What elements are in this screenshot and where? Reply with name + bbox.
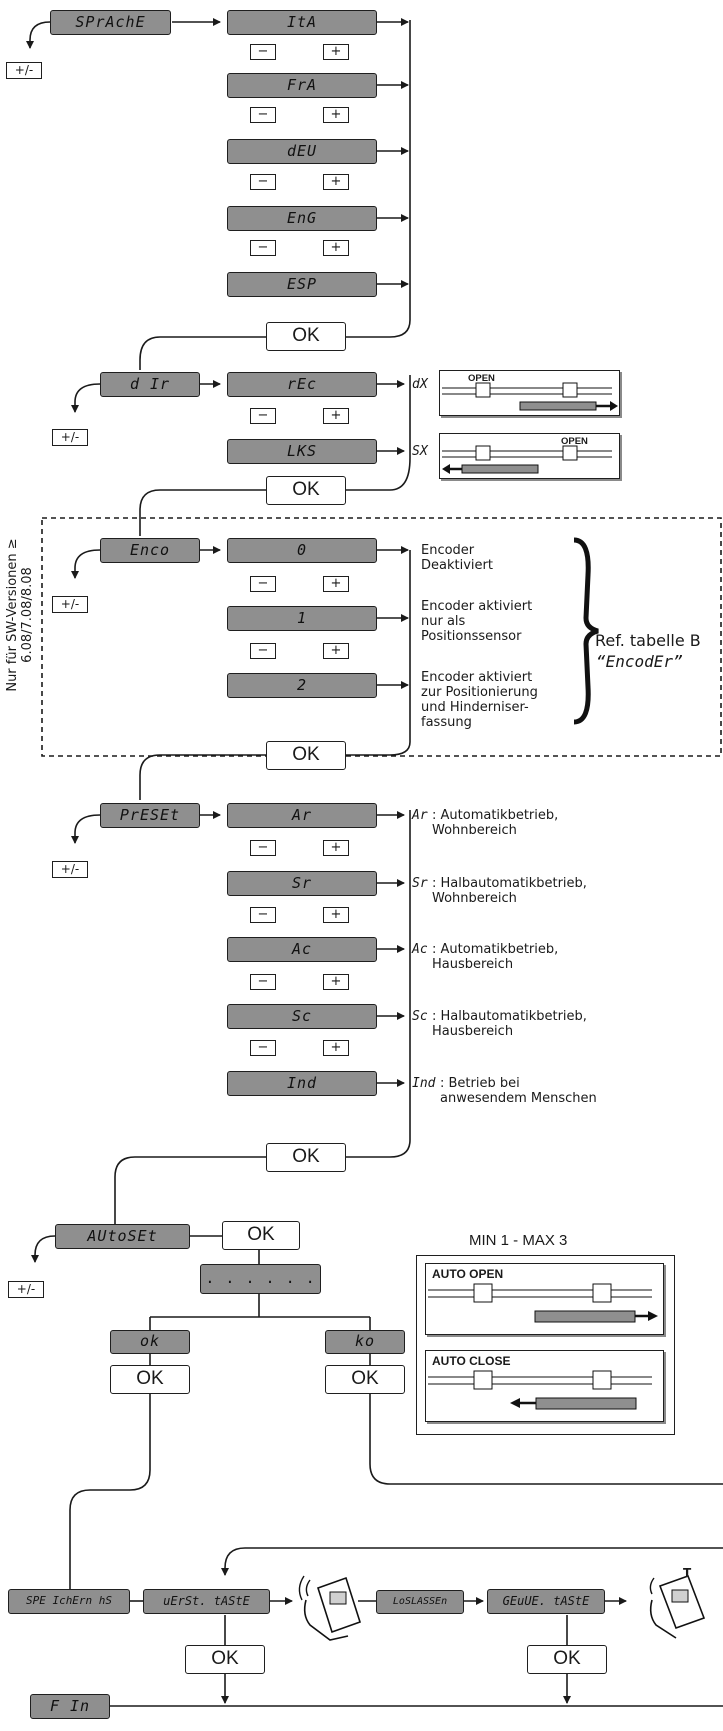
minus-button[interactable]: −	[250, 408, 276, 424]
display-loslassen: LoSLASSEn	[376, 1590, 464, 1614]
minus-button[interactable]: −	[250, 907, 276, 923]
plus-minus-preset: +/-	[52, 861, 88, 878]
plus-button[interactable]: +	[323, 907, 349, 923]
label-dx: dX	[412, 377, 428, 392]
plus-button[interactable]: +	[323, 840, 349, 856]
plus-button[interactable]: +	[323, 576, 349, 592]
ok-button-preset[interactable]: OK	[266, 1143, 346, 1172]
menu-sprache[interactable]: SPrAchE	[50, 10, 171, 35]
ok-button-sprache[interactable]: OK	[266, 322, 346, 351]
option-ind[interactable]: Ind	[227, 1071, 377, 1096]
enco-description-1: Encoder aktiviert nur als Positionssenso…	[421, 599, 533, 644]
option-enc-1[interactable]: 1	[227, 606, 377, 631]
ok-button-enco[interactable]: OK	[266, 741, 346, 770]
preset-code-ind: Ind	[412, 1076, 436, 1091]
remote-key-label: T	[683, 1566, 692, 1580]
option-fra[interactable]: FrA	[227, 73, 377, 98]
ref-table-code: “EncodEr”	[596, 652, 683, 671]
minus-button[interactable]: −	[250, 174, 276, 190]
preset-code-ar: Ar	[412, 808, 428, 823]
option-enc-2[interactable]: 2	[227, 673, 377, 698]
option-rec[interactable]: rEc	[227, 372, 377, 397]
enco-description-2: Encoder aktiviert zur Positionierung und…	[421, 670, 538, 730]
plus-button[interactable]: +	[323, 240, 349, 256]
auto-close-label: AUTO CLOSE	[432, 1354, 511, 1368]
curly-brace	[573, 537, 599, 725]
display-speichern: SPE IchErn hS	[8, 1589, 130, 1614]
minus-button[interactable]: −	[250, 974, 276, 990]
plus-button[interactable]: +	[323, 174, 349, 190]
option-esp[interactable]: ESP	[227, 272, 377, 297]
enco-frame	[41, 517, 722, 757]
plus-button[interactable]: +	[323, 408, 349, 424]
display-fin: F In	[30, 1694, 110, 1719]
preset-code-sr: Sr	[412, 876, 428, 891]
ok-button-werst[interactable]: OK	[185, 1645, 265, 1674]
open-label: OPEN	[468, 373, 495, 384]
preset-description-ar: : Automatikbetrieb, Wohnbereich	[432, 808, 559, 838]
plus-button[interactable]: +	[323, 107, 349, 123]
minus-button[interactable]: −	[250, 643, 276, 659]
option-enc-0[interactable]: 0	[227, 538, 377, 563]
plus-minus-enco: +/-	[52, 596, 88, 613]
preset-description-sc: : Halbautomatikbetrieb, Hausbereich	[432, 1009, 587, 1039]
remote-press-icon-2	[649, 1574, 706, 1639]
plus-button[interactable]: +	[323, 44, 349, 60]
plus-minus-sprache: +/-	[6, 62, 42, 79]
option-ar[interactable]: Ar	[227, 803, 377, 828]
minus-button[interactable]: −	[250, 107, 276, 123]
menu-enco[interactable]: Enco	[100, 538, 200, 563]
display-gewue-taste: GEuUE. tAStE	[487, 1589, 605, 1614]
ok-button-dir[interactable]: OK	[266, 476, 346, 505]
ok-button-gewue[interactable]: OK	[527, 1645, 607, 1674]
ok-button-autoset[interactable]: OK	[222, 1221, 300, 1250]
side-version-note: Nur für SW-Versionen ≥ 6.08/7.08/8.08	[5, 538, 35, 692]
preset-description-ind: : Betrieb bei anwesendem Menschen	[440, 1076, 597, 1106]
open-label: OPEN	[561, 436, 588, 447]
auto-close-box: AUTO CLOSE	[425, 1350, 664, 1422]
minus-button[interactable]: −	[250, 1040, 276, 1056]
autoset-progress-display: . . . . . .	[200, 1264, 321, 1294]
option-ita[interactable]: ItA	[227, 10, 377, 35]
autoset-range-label: MIN 1 - MAX 3	[469, 1232, 568, 1249]
gate-illustration-dx: OPEN	[439, 370, 620, 416]
auto-open-label: AUTO OPEN	[432, 1267, 504, 1281]
option-sr[interactable]: Sr	[227, 871, 377, 896]
plus-minus-autoset: +/-	[8, 1281, 44, 1298]
plus-minus-dir: +/-	[52, 429, 88, 446]
option-eng[interactable]: EnG	[227, 206, 377, 231]
preset-description-ac: : Automatikbetrieb, Hausbereich	[432, 942, 559, 972]
plus-button[interactable]: +	[323, 643, 349, 659]
option-deu[interactable]: dEU	[227, 139, 377, 164]
menu-preset[interactable]: PrESEt	[100, 803, 200, 828]
display-werst-taste: uErSt. tAStE	[143, 1589, 270, 1614]
result-ok: ok	[110, 1330, 190, 1354]
plus-button[interactable]: +	[323, 974, 349, 990]
preset-code-sc: Sc	[412, 1009, 428, 1024]
preset-code-ac: Ac	[412, 942, 428, 957]
minus-button[interactable]: −	[250, 240, 276, 256]
remote-press-icon-1	[298, 1575, 361, 1641]
ref-table-label: Ref. tabelle B	[595, 631, 701, 650]
result-ko: ko	[325, 1330, 405, 1354]
ok-button-result-ko[interactable]: OK	[325, 1365, 405, 1394]
label-sx: SX	[412, 444, 428, 459]
plus-button[interactable]: +	[323, 1040, 349, 1056]
option-ac[interactable]: Ac	[227, 937, 377, 962]
enco-description-0: Encoder Deaktiviert	[421, 543, 493, 573]
preset-description-sr: : Halbautomatikbetrieb, Wohnbereich	[432, 876, 587, 906]
autoset-panel: AUTO OPEN AUTO CLOSE	[416, 1255, 675, 1435]
menu-autoset[interactable]: AUtoSEt	[55, 1224, 190, 1249]
option-lks[interactable]: LKS	[227, 439, 377, 464]
auto-open-box: AUTO OPEN	[425, 1263, 664, 1335]
minus-button[interactable]: −	[250, 840, 276, 856]
minus-button[interactable]: −	[250, 44, 276, 60]
gate-illustration-sx: OPEN	[439, 433, 620, 479]
minus-button[interactable]: −	[250, 576, 276, 592]
option-sc[interactable]: Sc	[227, 1004, 377, 1029]
menu-dir[interactable]: d Ir	[100, 372, 200, 397]
ok-button-result-ok[interactable]: OK	[110, 1365, 190, 1394]
